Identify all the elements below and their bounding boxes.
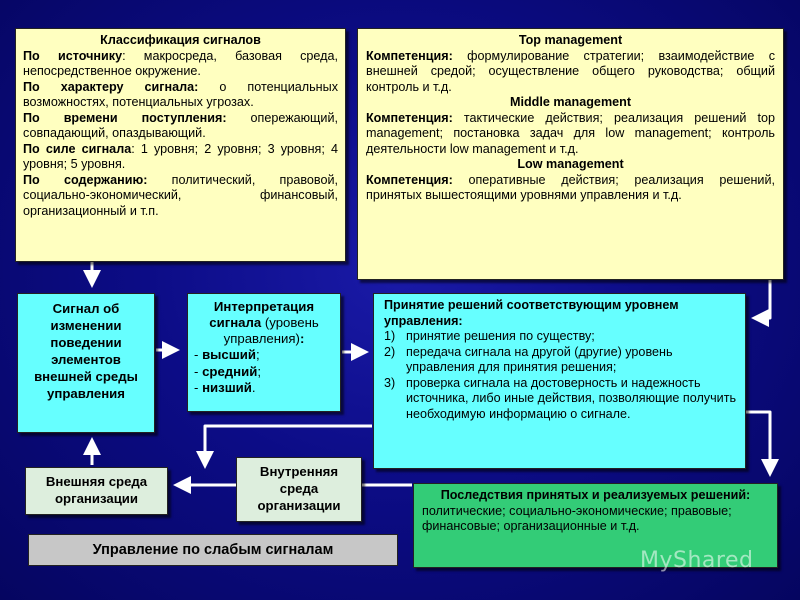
weak-signals-title: Управление по слабым сигналам [28,534,398,566]
consequences-text: политические; социально-экономические; п… [422,503,732,534]
interpretation-level: - низший. [194,380,256,395]
management-level-competence: Компетенция: формулирование стратегии; в… [366,48,775,94]
signal-change-text: Сигнал об изменении поведении элементов … [34,301,138,401]
decision-making-box: Принятие решений соответствующим уровнем… [373,293,746,469]
management-level-title: Top management [518,33,623,47]
classification-item: По источнику: макросреда, базовая среда,… [23,48,339,79]
decision-item: 2)передача сигнала на другой (другие) ур… [384,344,673,375]
classification-item: По содержанию: политический, правовой, с… [23,172,339,218]
classification-box: Классификация сигналов По источнику: мак… [15,28,346,262]
consequences-box: Последствия принятых и реализуемых решен… [413,483,778,568]
management-levels-box: Top management Компетенция: формулирован… [357,28,784,280]
decision-list: 1)принятие решения по существу; 2)переда… [384,329,737,422]
weak-signals-title-text: Управление по слабым сигналам [92,542,334,558]
decision-item: 1)принятие решения по существу; [384,329,595,343]
management-level-competence: Компетенция: тактические действия; реали… [366,110,775,156]
internal-environment-text: Внутренняя среда организации [257,464,341,513]
management-level-title: Middle management [509,95,632,109]
interpretation-level: - средний; [194,363,262,379]
classification-item: По силе сигнала: 1 уровня; 2 уровня; 3 у… [23,141,339,172]
signal-change-box: Сигнал об изменении поведении элементов … [17,293,155,433]
consequences-title: Последствия принятых и реализуемых решен… [440,488,751,502]
interpretation-title: Интерпретация сигнала (уровень управлени… [209,299,319,346]
classification-item: По характеру сигнала: о потенциальных во… [23,79,338,110]
external-environment-text: Внешняя среда организации [45,474,148,506]
watermark-logo: MyShared [640,548,754,573]
internal-environment-box: Внутренняя среда организации [236,457,362,522]
external-environment-box: Внешняя среда организации [25,467,168,515]
decision-item: 3)проверка сигнала на достоверность и на… [384,375,737,421]
classification-title: Классификация сигналов [100,33,261,47]
management-level-competence: Компетенция: оперативные действия; реали… [366,172,775,203]
management-level-title: Low management [517,157,624,171]
interpretation-box: Интерпретация сигнала (уровень управлени… [187,293,341,412]
arrow-decision-to-consequences [745,410,779,477]
arrow-management-to-decision [751,280,772,327]
decision-title: Принятие решений соответствующим уровнем… [384,298,679,328]
interpretation-level: - высший; [194,347,260,362]
classification-item: По времени поступления: опережающий, сов… [23,110,338,141]
